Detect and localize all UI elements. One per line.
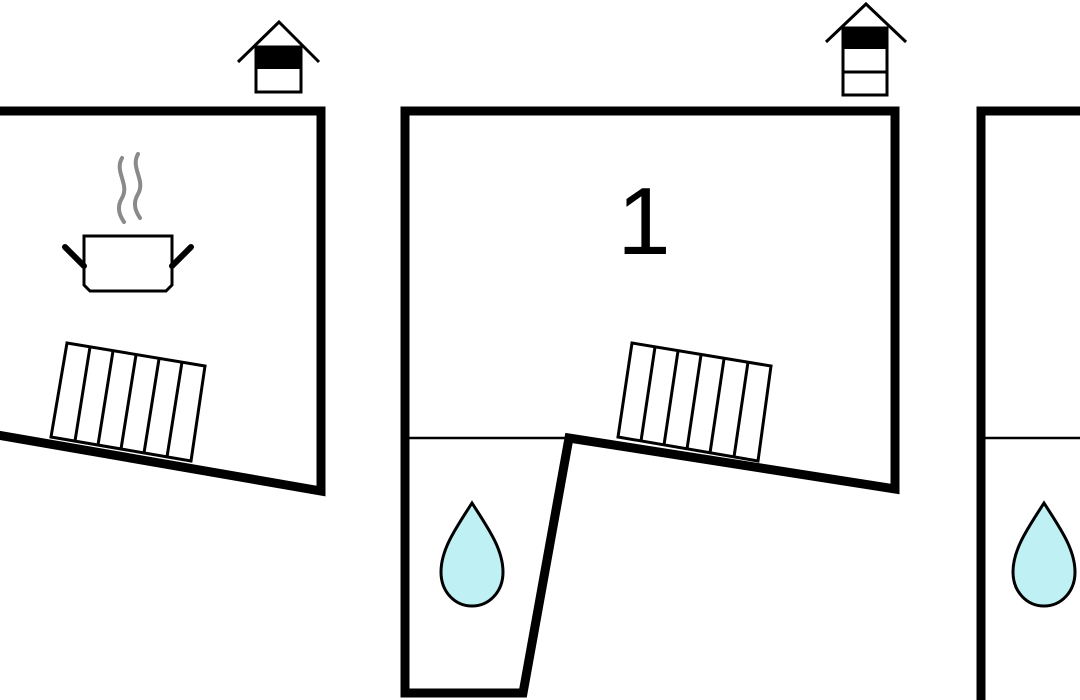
floor-number-label: 1 — [617, 168, 670, 275]
floor-plan-middle: 1 — [400, 1, 908, 698]
outer-wall — [0, 106, 326, 497]
floor-plan-right — [976, 106, 1080, 700]
water-drop-icon — [1011, 500, 1077, 608]
house-floor-indicator-icon — [824, 1, 908, 97]
outer-wall — [976, 106, 1080, 700]
staircase-icon — [49, 341, 207, 463]
house-floor-indicator-icon — [236, 19, 321, 94]
staircase-icon — [616, 341, 773, 463]
water-drop-icon — [439, 500, 505, 608]
cooking-pot-icon — [62, 152, 194, 293]
floor-plan-left — [0, 19, 326, 497]
